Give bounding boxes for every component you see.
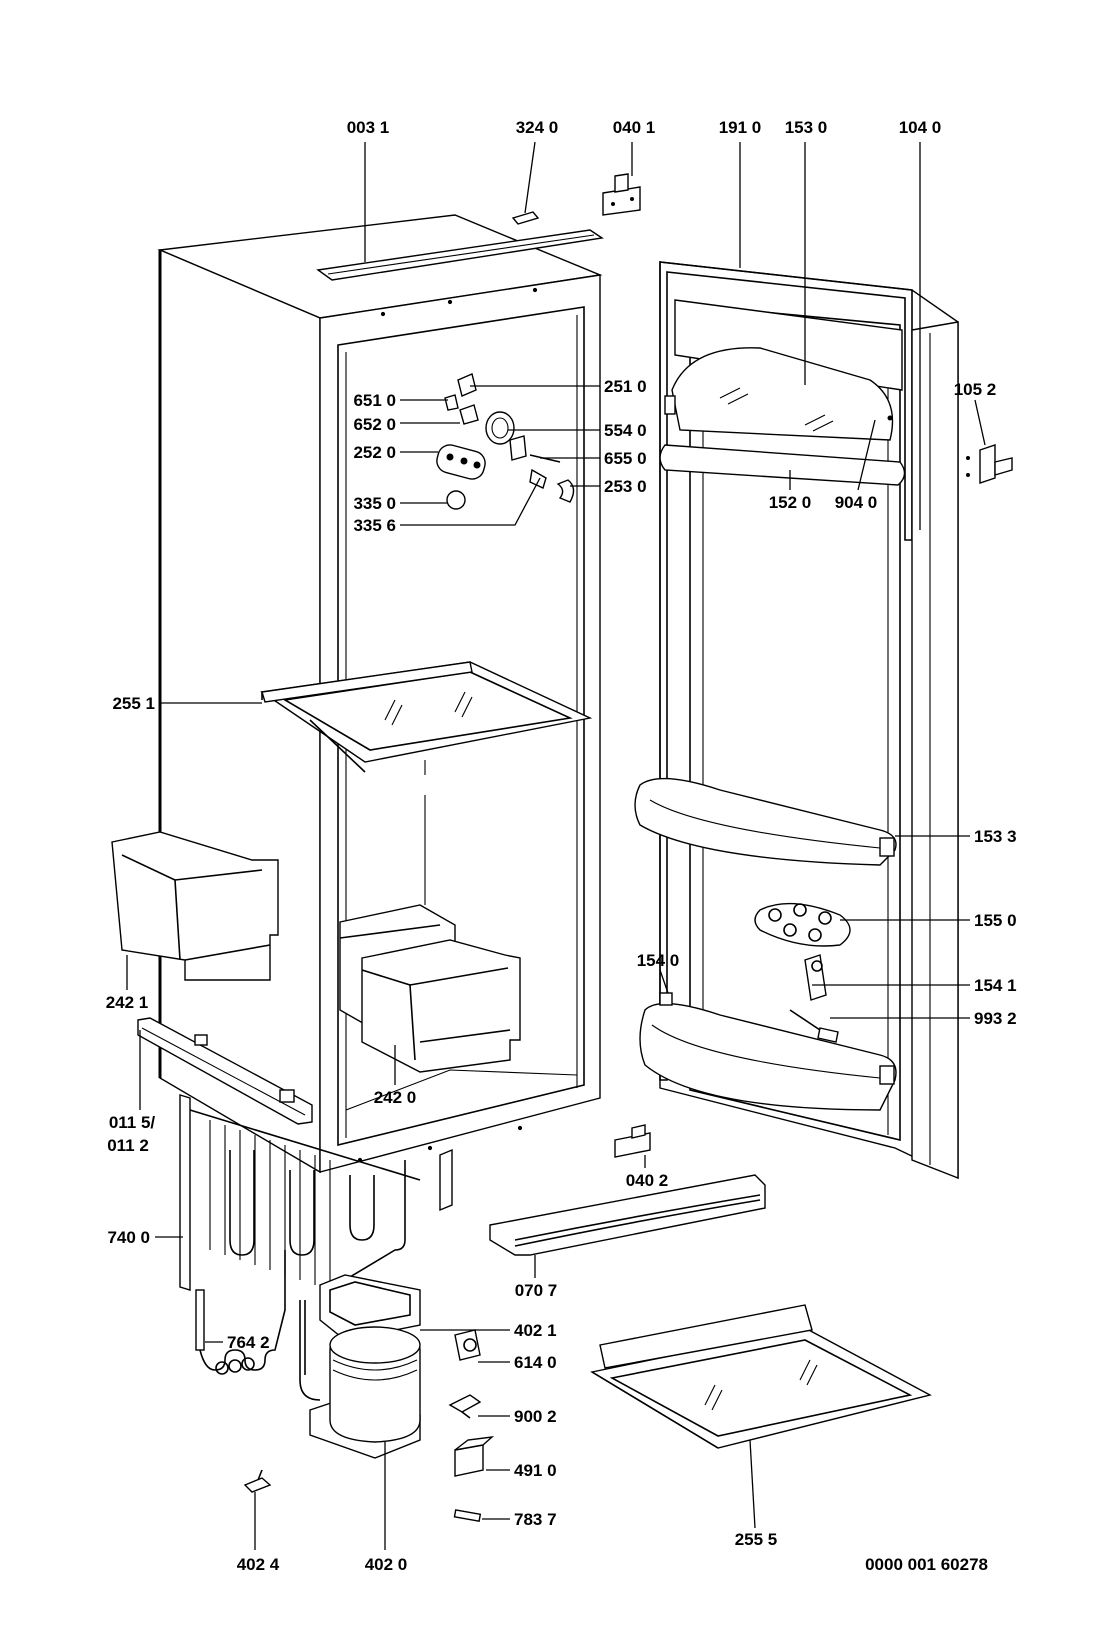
part-491-0 — [454, 1436, 495, 1477]
label-152-0: 152 0 — [769, 493, 812, 512]
label-253-0: 253 0 — [604, 477, 647, 496]
label-070-7: 070 7 — [515, 1281, 558, 1300]
vegetable-bin-left — [111, 831, 279, 981]
compressor — [299, 1300, 421, 1459]
label-011-5: 011 5/ — [109, 1113, 156, 1132]
label-252-0: 252 0 — [353, 443, 396, 462]
label-104-0: 104 0 — [899, 118, 942, 137]
label-242-0: 242 0 — [374, 1088, 417, 1107]
label-993-2: 993 2 — [974, 1009, 1017, 1028]
label-402-4: 402 4 — [237, 1555, 280, 1574]
part-324-0 — [511, 211, 540, 225]
label-003-1: 003 1 — [347, 118, 390, 137]
label-655-0: 655 0 — [604, 449, 647, 468]
label-402-0: 402 0 — [365, 1555, 408, 1574]
label-191-0: 191 0 — [719, 118, 762, 137]
plinth-strip — [489, 1174, 766, 1256]
drawing-number: 0000 001 60278 — [865, 1555, 988, 1574]
label-154-1: 154 1 — [974, 976, 1017, 995]
label-040-2: 040 2 — [626, 1171, 669, 1190]
label-614-0: 614 0 — [514, 1353, 557, 1372]
label-155-0: 155 0 — [974, 911, 1017, 930]
label-335-6: 335 6 — [353, 516, 396, 535]
capillary-coil — [195, 1250, 286, 1375]
thermostat-assembly — [436, 373, 575, 510]
label-153-0: 153 0 — [785, 118, 828, 137]
label-105-2: 105 2 — [954, 380, 997, 399]
label-255-1: 255 1 — [112, 694, 155, 713]
label-764-2: 764 2 — [227, 1333, 270, 1352]
label-652-0: 652 0 — [353, 415, 396, 434]
leader-lines — [126, 141, 986, 1550]
label-783-7: 783 7 — [514, 1510, 557, 1529]
label-255-5: 255 5 — [735, 1530, 778, 1549]
label-900-2: 900 2 — [514, 1407, 557, 1426]
condenser — [179, 1094, 453, 1340]
hinge-bottom — [614, 1124, 651, 1158]
part-900-2 — [448, 1394, 482, 1419]
part-402-4 — [243, 1469, 272, 1493]
label-242-1: 242 1 — [106, 993, 149, 1012]
relay — [454, 1329, 481, 1361]
label-335-0: 335 0 — [353, 494, 396, 513]
label-040-1: 040 1 — [613, 118, 656, 137]
part-labels: 003 1 324 0 040 1 191 0 153 0 104 0 105 … — [106, 118, 1017, 1574]
label-491-0: 491 0 — [514, 1461, 557, 1480]
vegetable-bin-front — [361, 939, 521, 1073]
label-011-2: 011 2 — [107, 1136, 149, 1155]
label-554-0: 554 0 — [604, 421, 647, 440]
glass-shelf-upper — [260, 661, 593, 773]
label-154-0: 154 0 — [637, 951, 680, 970]
label-740-0: 740 0 — [107, 1228, 150, 1247]
label-251-0: 251 0 — [604, 377, 647, 396]
top-trim-strip — [316, 229, 604, 281]
drip-tray — [319, 1274, 421, 1341]
hinge-top — [602, 173, 641, 216]
bottom-trim-strip — [137, 1017, 313, 1125]
label-153-3: 153 3 — [974, 827, 1017, 846]
label-402-1: 402 1 — [514, 1321, 557, 1340]
part-783-7 — [453, 1509, 482, 1523]
hinge-right — [966, 444, 1013, 484]
label-651-0: 651 0 — [353, 391, 396, 410]
door — [634, 261, 959, 1180]
label-324-0: 324 0 — [516, 118, 559, 137]
label-904-0: 904 0 — [835, 493, 878, 512]
glass-shelf-lower — [590, 1304, 932, 1449]
